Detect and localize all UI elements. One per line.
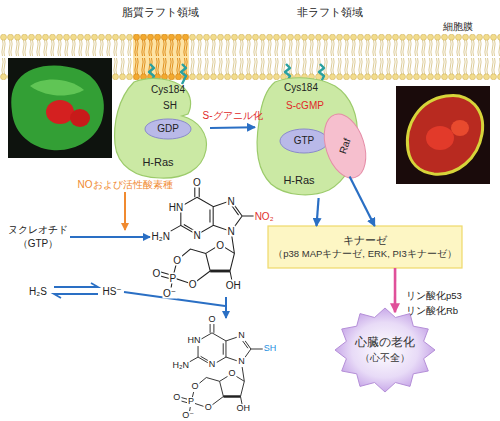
node-text: H-Ras bbox=[283, 174, 314, 187]
lipid-anchor bbox=[181, 64, 186, 84]
annotation-label: 細胞膜 bbox=[443, 21, 473, 32]
annotation-label: （GTP） bbox=[18, 238, 59, 249]
signal-arrow bbox=[210, 126, 255, 129]
cell-body bbox=[11, 65, 104, 150]
node-text: H-Ras bbox=[142, 156, 173, 169]
annotation-label: リン酸化Rb bbox=[406, 306, 458, 316]
atom-label: O bbox=[190, 382, 199, 392]
node-text: 心臓の老化 bbox=[355, 336, 415, 350]
equilibrium-arrow bbox=[54, 283, 98, 287]
atom-label: HN bbox=[186, 336, 201, 346]
atom-label: O bbox=[227, 369, 236, 379]
annotation-label: HS⁻ bbox=[102, 286, 121, 297]
nitration-arrow bbox=[70, 236, 150, 238]
kinase-box-shape bbox=[268, 226, 462, 268]
atom-label: P bbox=[168, 272, 177, 283]
kinase-box-outline bbox=[268, 226, 462, 268]
edge-label: S-グアニル化 bbox=[203, 109, 263, 120]
cell-nucleus bbox=[426, 126, 454, 150]
node-text: Cys184 bbox=[151, 84, 185, 96]
cell-photo-left bbox=[8, 58, 112, 158]
node-text: Cys184 bbox=[284, 82, 318, 94]
atom-label: O bbox=[204, 403, 213, 413]
nucleotide-oval-outline bbox=[280, 129, 328, 153]
nucleotide-oval-outline bbox=[145, 119, 191, 139]
atom-label: N bbox=[208, 360, 217, 370]
annotation-label: 非ラフト領域 bbox=[297, 6, 363, 18]
atom-label: O bbox=[215, 239, 225, 250]
signal-arrow bbox=[350, 177, 375, 226]
cell-nucleus bbox=[451, 120, 469, 136]
atom-label: OH bbox=[225, 280, 242, 291]
atom-label: O bbox=[172, 255, 182, 266]
node-text: GDP bbox=[157, 123, 179, 135]
raf-oval-outline bbox=[317, 109, 374, 184]
atom-label: N bbox=[226, 195, 235, 206]
node-text: SH bbox=[163, 100, 177, 112]
atom-label: O bbox=[192, 176, 202, 187]
raf-oval: Raf bbox=[322, 112, 368, 180]
cell-body bbox=[407, 95, 482, 174]
atom-label: O bbox=[172, 393, 181, 403]
atom-label: O bbox=[188, 279, 198, 290]
signal-arrow bbox=[317, 198, 319, 226]
atom-label: N bbox=[237, 331, 246, 341]
sulfhydration-arrow bbox=[225, 297, 227, 318]
atom-label: H₂N bbox=[171, 361, 190, 371]
nucleotide-oval: GTP bbox=[279, 128, 329, 154]
mercapto-cgmp-structure bbox=[178, 323, 264, 413]
atom-label: NO₂ bbox=[254, 211, 275, 222]
cell-edge bbox=[30, 80, 84, 96]
equilibrium-arrow bbox=[54, 294, 98, 298]
atom-label: N bbox=[192, 229, 201, 240]
atom-label: H₂N bbox=[151, 230, 171, 241]
photo-background bbox=[396, 86, 490, 184]
atom-label: O⁻ bbox=[181, 411, 195, 421]
cell-photo-right bbox=[396, 86, 490, 184]
node-text: （心不全） bbox=[360, 352, 410, 364]
node-text: （p38 MAPキナーゼ, ERK, PI3キナーゼ） bbox=[273, 249, 456, 260]
annotation-label: 脂質ラフト領域 bbox=[122, 6, 199, 18]
annotation-label: H₂S bbox=[29, 286, 47, 297]
outcome-starburst-outline bbox=[335, 308, 435, 392]
nucleotide-oval: GDP bbox=[144, 118, 192, 140]
atom-label: O bbox=[151, 268, 161, 279]
outcome-starburst: 心臓の老化 （心不全） bbox=[335, 308, 435, 392]
ras-protein: Cys184SH H-Ras GDP bbox=[112, 76, 210, 180]
outcome-starburst-shape bbox=[335, 308, 435, 392]
annotation-label: NOおよび活性酸素種 bbox=[78, 179, 173, 190]
atom-label: N bbox=[226, 226, 235, 237]
node-text: キナーゼ bbox=[343, 234, 387, 247]
kinase-box: キナーゼ （p38 MAPキナーゼ, ERK, PI3キナーゼ） bbox=[268, 226, 462, 268]
annotation-label: リン酸化p53 bbox=[406, 291, 462, 301]
annotation-label: ヌクレオチド bbox=[8, 224, 68, 235]
atom-label: SH bbox=[263, 344, 278, 354]
atom-label: N bbox=[237, 357, 246, 367]
atom-label: HN bbox=[168, 201, 184, 212]
atom-label: O⁻ bbox=[162, 288, 177, 299]
cell-nucleus bbox=[46, 100, 74, 124]
photo-background bbox=[8, 58, 112, 158]
signal-arrow bbox=[394, 268, 397, 312]
nitro-cgmp-structure bbox=[157, 186, 257, 290]
ras-protein-outline bbox=[115, 78, 207, 178]
atom-label: OH bbox=[236, 404, 252, 414]
atom-label: P bbox=[187, 397, 195, 407]
atom-label: O bbox=[207, 315, 216, 325]
cell-nucleus bbox=[70, 109, 90, 127]
ros-arrow bbox=[124, 192, 126, 230]
node-text: S-cGMP bbox=[286, 100, 324, 112]
node-text: GTP bbox=[294, 135, 315, 147]
